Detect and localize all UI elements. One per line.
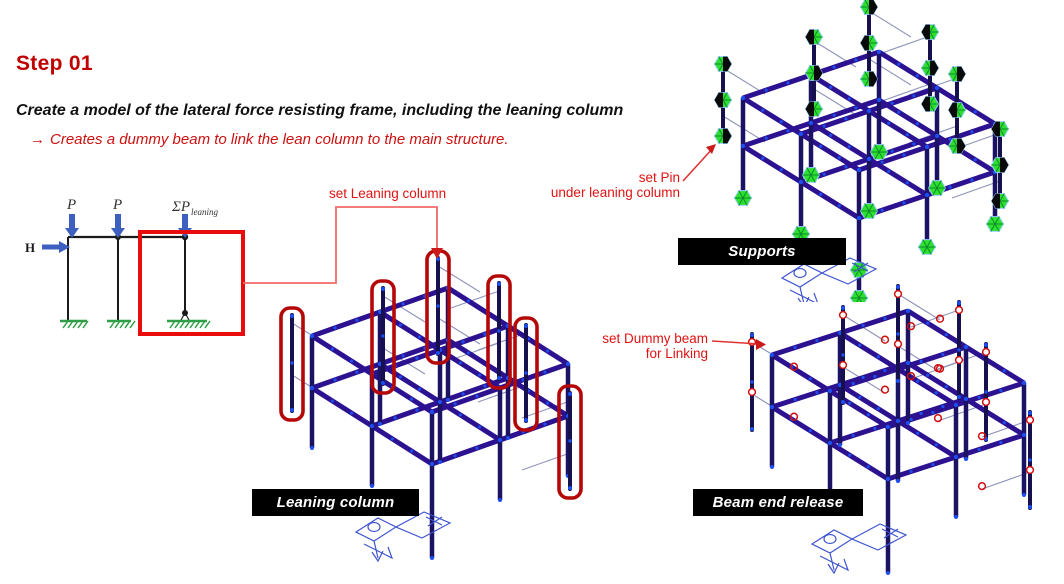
- leaning-column-highlight-box: [138, 230, 245, 336]
- page-title: Create a model of the lateral force resi…: [16, 102, 624, 119]
- load-label-p1: P: [66, 197, 76, 213]
- frame-columns: [769, 311, 1027, 575]
- annotation-set-dummy-line1: set Dummy beam: [602, 331, 708, 346]
- beam-end-release-model-figure: [747, 284, 1035, 575]
- subtitle-note: → Creates a dummy beam to link the lean c…: [30, 131, 509, 148]
- annotation-set-pin-line2: under leaning column: [550, 185, 680, 200]
- annotation-set-pin-line1: set Pin: [638, 170, 680, 185]
- supports-model-figure: [713, 0, 1010, 302]
- axis-triad-icon: [354, 511, 452, 563]
- annotation-set-pin: set Pin under leaning column: [548, 170, 680, 200]
- dummy-link-beams: [751, 293, 1031, 490]
- supports-caption-label: Supports: [678, 238, 846, 265]
- leaning-columns: [290, 256, 572, 491]
- leaning-column-highlight-boxes: [279, 249, 583, 500]
- dummy-link-beams: [291, 265, 571, 471]
- load-label-sigma-p: ΣP: [171, 199, 190, 215]
- load-label-p2: P: [112, 197, 122, 213]
- leaning-column-model-figure: [279, 249, 583, 563]
- support-glyphs: [713, 0, 1010, 302]
- arrow-icon: →: [30, 131, 45, 148]
- beam-end-release-caption-label: Beam end release: [693, 489, 863, 516]
- annotation-set-dummy-beam: set Dummy beam for Linking: [576, 331, 708, 361]
- leaning-columns: [750, 284, 1032, 510]
- h-load-label: H: [25, 240, 35, 255]
- annotation-set-leaning-column: set Leaning column: [329, 186, 447, 201]
- axis-triad-icon: [810, 523, 908, 575]
- annotation-set-dummy-line2: for Linking: [645, 346, 708, 361]
- load-label-sigma-sub: leaning: [191, 207, 218, 217]
- axis-triad-icon: [780, 257, 878, 302]
- leaning-column-caption-label: Leaning column: [252, 489, 419, 516]
- release-markers: [747, 289, 1035, 491]
- subtitle-text: Creates a dummy beam to link the lean co…: [50, 131, 509, 148]
- step-title: Step 01: [16, 52, 93, 75]
